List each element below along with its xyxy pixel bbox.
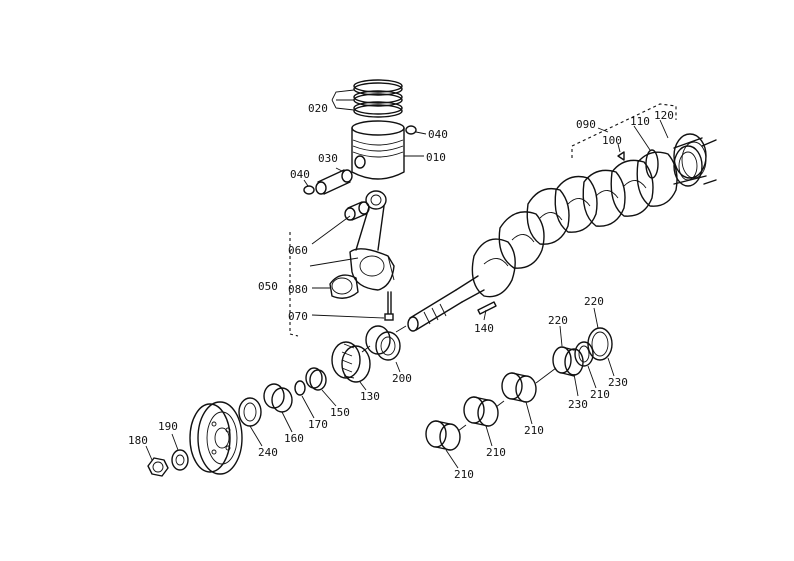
piston-rings <box>353 79 403 118</box>
main-bearing-case <box>552 346 584 377</box>
crankshaft-key <box>477 301 497 315</box>
rod-bolt <box>384 291 394 321</box>
connecting-rod <box>349 190 395 291</box>
thrust-washer <box>587 327 613 361</box>
oil-seal <box>238 397 262 427</box>
label-070: 070 <box>288 310 308 323</box>
label-160: 160 <box>284 432 304 445</box>
label-040-left: 040 <box>290 168 310 181</box>
crankshaft-group-bracket <box>571 103 677 158</box>
label-210-4: 210 <box>590 388 610 401</box>
label-080: 080 <box>288 283 308 296</box>
label-210-2: 210 <box>486 446 506 459</box>
label-120: 120 <box>654 109 674 122</box>
label-020: 020 <box>308 102 328 115</box>
crank-gear <box>331 341 371 383</box>
label-110: 110 <box>630 115 650 128</box>
label-100: 100 <box>602 134 622 147</box>
label-170: 170 <box>308 418 328 431</box>
piston-pin-circlip-right <box>405 125 417 135</box>
label-210-3: 210 <box>524 424 544 437</box>
label-090: 090 <box>576 118 596 131</box>
label-240: 240 <box>258 446 278 459</box>
main-bearing-2 <box>463 396 499 427</box>
rod-assembly-bracket <box>289 232 299 337</box>
label-230-left: 230 <box>568 398 588 411</box>
label-130: 130 <box>360 390 380 403</box>
crank-pulley <box>189 401 243 475</box>
label-190: 190 <box>158 420 178 433</box>
piston-pin <box>315 169 353 195</box>
label-140: 140 <box>474 322 494 335</box>
o-ring <box>294 380 306 396</box>
crankpin-bearing <box>329 274 359 299</box>
main-bearing-rear <box>673 133 707 179</box>
label-040-right: 040 <box>428 128 448 141</box>
label-010: 010 <box>426 151 446 164</box>
label-180: 180 <box>128 434 148 447</box>
piston-pin-circlip-left <box>303 185 315 195</box>
label-030: 030 <box>318 152 338 165</box>
label-220-left: 220 <box>548 314 568 327</box>
main-bearing-3 <box>501 372 537 403</box>
crank-sleeve <box>365 325 401 361</box>
crank-plug <box>617 151 625 161</box>
thrust-bearing <box>645 149 659 179</box>
thrust-collar <box>574 341 594 367</box>
label-230-right: 230 <box>608 376 628 389</box>
label-060: 060 <box>288 244 308 257</box>
collar <box>305 367 327 391</box>
front-collar <box>263 383 293 413</box>
leader-lines <box>145 89 669 469</box>
label-210-1: 210 <box>454 468 474 481</box>
label-150: 150 <box>330 406 350 419</box>
pulley-nut <box>147 457 169 477</box>
label-200: 200 <box>392 372 412 385</box>
label-220-right: 220 <box>584 295 604 308</box>
piston <box>351 120 405 180</box>
crankshaft <box>407 137 717 332</box>
label-050: 050 <box>258 280 278 293</box>
part-labels: 020 040 010 030 040 060 050 080 070 090 … <box>128 102 674 481</box>
pulley-washer <box>171 449 189 471</box>
axis-lines <box>361 325 557 432</box>
main-bearing-1 <box>425 420 461 451</box>
